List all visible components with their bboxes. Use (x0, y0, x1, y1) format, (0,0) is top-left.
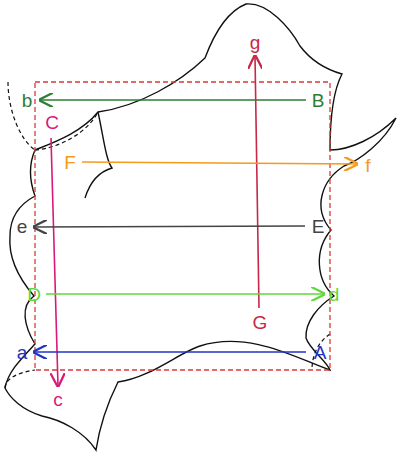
point-label: a (17, 343, 28, 362)
magenta-arrow (51, 138, 58, 386)
dashed-square (35, 82, 330, 370)
point-label: f (365, 156, 370, 175)
orange-arrow (82, 162, 357, 164)
point-label: D (27, 285, 41, 304)
point-label: C (45, 113, 59, 132)
point-label: b (22, 91, 33, 110)
point-label: F (64, 153, 76, 172)
point-label: A (314, 343, 327, 362)
dashed-piece (5, 82, 330, 388)
point-label: B (312, 91, 325, 110)
point-label: c (53, 390, 63, 409)
lime-arrow (46, 293, 324, 295)
point-label: e (17, 217, 28, 236)
point-label: G (253, 313, 268, 332)
gray-arrow (34, 226, 305, 227)
tile-outline (5, 4, 396, 450)
red-arrow (255, 56, 259, 308)
green-arrow (40, 99, 306, 101)
blue-arrow (34, 351, 306, 353)
point-label: g (250, 33, 261, 52)
point-label: E (312, 217, 325, 236)
point-label: d (329, 285, 340, 304)
fin-line (85, 112, 112, 198)
